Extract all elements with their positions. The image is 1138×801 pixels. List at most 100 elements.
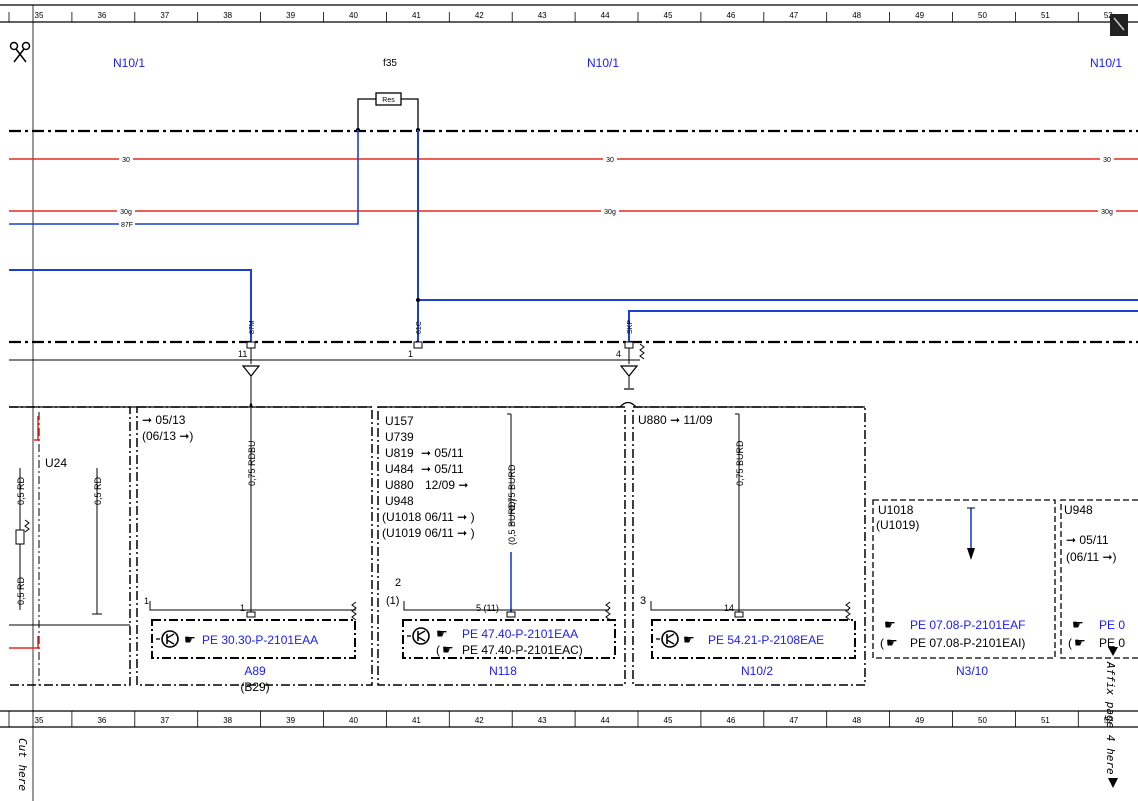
socket-skp: [619, 341, 639, 390]
sensor-icon: [407, 627, 430, 645]
ruler-top-column-50: 50: [978, 11, 987, 20]
resistor-label: Res: [382, 97, 395, 104]
ruler-bottom-column-47: 47: [789, 716, 798, 725]
n3-10-code1: U1018: [878, 503, 914, 517]
u24-wire-a: 0,5 RD: [16, 476, 26, 505]
rail-30g-tag-c: 30g: [1101, 209, 1113, 216]
ruler-top-column-43: 43: [538, 11, 547, 20]
ruler-top-column-35: 35: [35, 11, 44, 20]
ruler-top-column-51: 51: [1041, 11, 1050, 20]
n118-code-5: U948: [385, 494, 414, 508]
wire-61c-tag: 61C: [416, 321, 423, 334]
junction-dot: [416, 298, 420, 302]
pin-4: 4: [616, 349, 621, 359]
ruler-bottom-column-43: 43: [538, 716, 547, 725]
pointing-hand-icon: ☛: [436, 626, 448, 641]
n10-2-code: U880 ➞ 11/09: [638, 413, 713, 427]
box-u948: U948 ➞ 05/11 (06/11 ➞) ☛ PE 0 ( ☛ PE 0: [1060, 499, 1138, 659]
wire-87f-tag: 87F: [121, 222, 133, 229]
rail-30g-tag-a: 30g: [120, 209, 132, 216]
a89-ref-link[interactable]: PE 30.30-P-2101EAA: [202, 633, 318, 647]
pointing-hand-icon: ☛: [683, 632, 695, 647]
pin-1: 1: [408, 349, 413, 359]
pointing-hand-icon: ☛: [1074, 635, 1086, 650]
arrow-down-icon: [1108, 647, 1118, 656]
ruler-top-column-41: 41: [412, 11, 421, 20]
a89-date-to: (06/13 ➞): [142, 429, 193, 443]
n118-ref2-open: (: [436, 643, 440, 657]
ruler-bottom-column-36: 36: [97, 716, 106, 725]
rail-30-tag-a: 30: [122, 157, 130, 164]
ruler-bottom-column-45: 45: [664, 716, 673, 725]
n118-pin-inner: 5 (11): [476, 603, 499, 613]
ruler-bottom-column-49: 49: [915, 716, 924, 725]
ruler-bottom-column-42: 42: [475, 716, 484, 725]
box-n3-10: U1018 (U1019) ☛ PE 07.08-P-2101EAF ( ☛ P…: [872, 499, 1056, 678]
ruler-top-column-44: 44: [601, 11, 610, 20]
u948-date-to: (06/11 ➞): [1066, 550, 1117, 564]
a89-pin-inner: 1: [240, 603, 245, 613]
n118-code-0: U157: [385, 414, 414, 428]
cut-here-text: Cut here: [16, 738, 29, 791]
n118-pin-num: 2: [395, 577, 401, 589]
n118-ref1-link[interactable]: PE 47.40-P-2101EAA: [462, 627, 578, 641]
socket-61c: [413, 341, 423, 349]
n118-date-0: ➞ 05/11: [421, 446, 464, 460]
box-a89: ➞ 05/13 (06/13 ➞) 0,75 RDBU 1 1 ☛ PE 30.…: [136, 406, 373, 694]
ruler-top-column-37: 37: [160, 11, 169, 20]
module-label-right: N10/1: [1090, 56, 1122, 70]
n3-10-name: N3/10: [956, 664, 988, 678]
wire-skp: [628, 310, 1138, 342]
wire-87m-tag: 87M: [249, 320, 256, 334]
ruler-bottom-column-37: 37: [160, 716, 169, 725]
wire-87f: 87F: [9, 130, 359, 229]
ruler-bottom-column-40: 40: [349, 716, 358, 725]
wire-skp-tag: SKP: [627, 320, 634, 334]
ruler-top-column-42: 42: [475, 11, 484, 20]
n118-code-1: U739: [385, 430, 414, 444]
n118-wire-label-alt: (0,5 BURD): [507, 498, 517, 545]
u948-code: U948: [1064, 503, 1093, 517]
ruler-top-column-48: 48: [852, 11, 861, 20]
n3-10-ref1-link[interactable]: PE 07.08-P-2101EAF: [910, 618, 1025, 632]
ruler-top-column-46: 46: [726, 11, 735, 20]
n118-code-list: U157 U739 U819 ➞ 05/11 U484 ➞ 05/11 U880…: [382, 414, 475, 540]
n118-ref2-link[interactable]: PE 47.40-P-2101EAC): [462, 643, 583, 657]
box-u24: U24 0,5 RD 0,5 RD 0,5 RD: [9, 406, 131, 686]
scissors-icon: [9, 41, 31, 63]
pin-11: 11: [238, 349, 247, 359]
fuse-label: f35: [383, 58, 397, 69]
ruler-bottom-column-35: 35: [35, 716, 44, 725]
a89-alt: (B29): [240, 680, 269, 694]
n118-date-2: 12/09 ➞: [425, 478, 468, 492]
ruler-top-column-45: 45: [664, 11, 673, 20]
u948-ref2-link[interactable]: PE 0: [1099, 636, 1125, 650]
a89-wire-label: 0,75 RDBU: [247, 440, 257, 486]
rail-30: 30 30 30: [9, 155, 1138, 164]
n3-10-ref2-link[interactable]: PE 07.08-P-2101EAI): [910, 636, 1025, 650]
n118-code-6: (U1018 06/11 ➞ ): [382, 510, 475, 524]
a89-date-from: ➞ 05/13: [142, 413, 186, 427]
rail-30g: 30g 30g 30g: [9, 207, 1138, 216]
n10-2-pin-outer: 3: [640, 595, 646, 607]
ruler-bottom-column-48: 48: [852, 716, 861, 725]
pointing-hand-icon: ☛: [886, 635, 898, 650]
ruler-top-column-36: 36: [97, 11, 106, 20]
n118-code-4: U880: [385, 478, 414, 492]
socket-87m: [241, 341, 261, 407]
a89-name: A89: [244, 664, 266, 678]
n3-10-ref2-open: (: [880, 636, 884, 650]
module-label-left: N10/1: [113, 56, 145, 70]
ruler-bottom-column-46: 46: [726, 716, 735, 725]
u948-ref1-link[interactable]: PE 0: [1099, 618, 1125, 632]
ruler-top-column-38: 38: [223, 11, 232, 20]
ruler-bottom-column-52: 52: [1104, 716, 1113, 725]
ruler-top-column-49: 49: [915, 11, 924, 20]
n118-name: N118: [489, 664, 517, 678]
pointing-hand-icon: ☛: [184, 632, 196, 647]
u24-wire-b: 0,5 RD: [93, 476, 103, 505]
n10-2-ref-link[interactable]: PE 54.21-P-2108EAE: [708, 633, 824, 647]
